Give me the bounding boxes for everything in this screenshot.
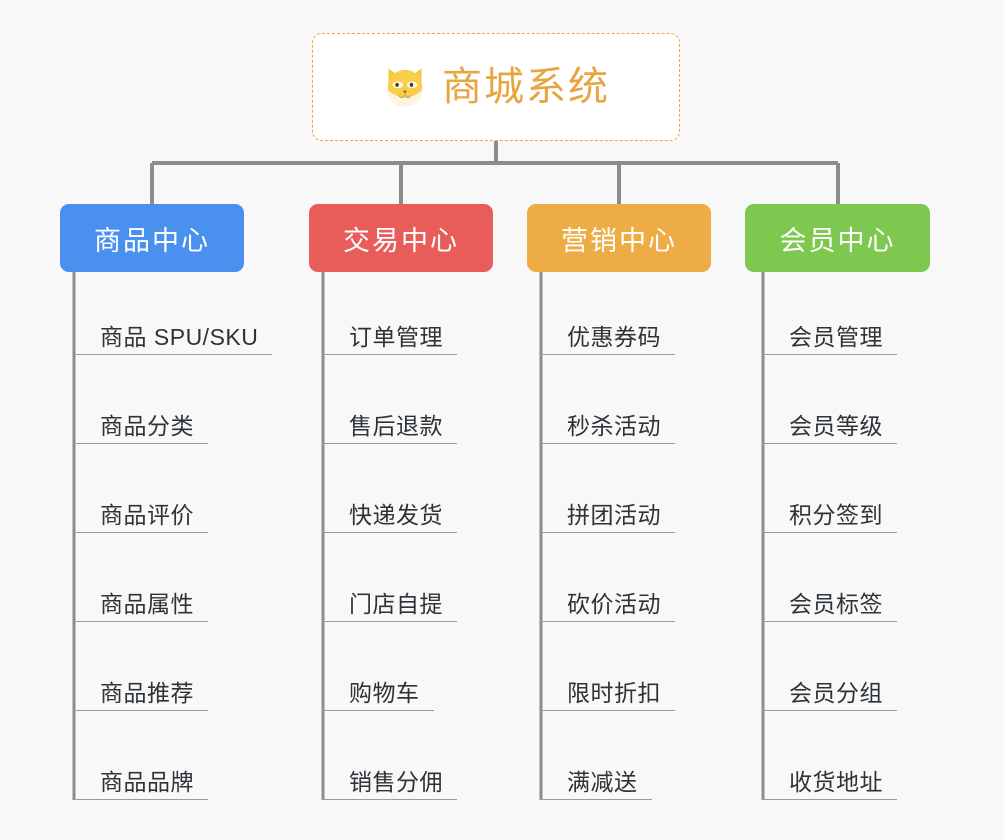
column-marketing-center: 营销中心 优惠券码 秒杀活动 拼团活动 砍价活动 限时折扣 满减送	[527, 204, 711, 800]
leaf-item[interactable]: 商品推荐	[74, 659, 208, 711]
leaf-label: 售后退款	[349, 412, 443, 439]
category-label: 商品中心	[94, 225, 210, 256]
leaf-label: 砍价活动	[567, 590, 661, 617]
leaf-label: 会员等级	[789, 412, 883, 439]
leaf-item[interactable]: 销售分佣	[323, 748, 457, 800]
leaf-item[interactable]: 商品属性	[74, 570, 208, 622]
leaf-label: 购物车	[349, 679, 420, 706]
leaf-item[interactable]: 积分签到	[763, 481, 897, 533]
column-member-center: 会员中心 会员管理 会员等级 积分签到 会员标签 会员分组 收货地址	[745, 204, 930, 800]
leaf-item[interactable]: 购物车	[323, 659, 434, 711]
leaf-item[interactable]: 优惠券码	[541, 303, 675, 355]
leaf-item[interactable]: 拼团活动	[541, 481, 675, 533]
leaf-item[interactable]: 限时折扣	[541, 659, 675, 711]
leaf-item[interactable]: 商品评价	[74, 481, 208, 533]
leaf-item[interactable]: 订单管理	[323, 303, 457, 355]
leaf-label: 快递发货	[349, 501, 443, 528]
leaf-item[interactable]: 会员分组	[763, 659, 897, 711]
leaf-label: 会员管理	[789, 323, 883, 350]
leaf-label: 秒杀活动	[567, 412, 661, 439]
root-title: 商城系统	[442, 65, 610, 109]
leaf-label: 会员分组	[789, 679, 883, 706]
column-product-center: 商品中心 商品 SPU/SKU 商品分类 商品评价 商品属性 商品推荐 商品品牌	[60, 204, 273, 800]
leaf-item[interactable]: 收货地址	[763, 748, 897, 800]
leaf-label: 拼团活动	[567, 501, 661, 528]
leaf-label: 收货地址	[789, 768, 883, 795]
root-node[interactable]: 商城系统	[312, 33, 680, 141]
leaf-item[interactable]: 会员等级	[763, 392, 897, 444]
leaf-label: 积分签到	[789, 501, 883, 528]
leaf-label: 商品属性	[100, 590, 194, 617]
leaf-item[interactable]: 商品分类	[74, 392, 208, 444]
leaf-item[interactable]: 门店自提	[323, 570, 457, 622]
leaf-label: 销售分佣	[349, 768, 443, 795]
leaf-label: 商品 SPU/SKU	[100, 323, 259, 350]
leaf-item[interactable]: 满减送	[541, 748, 652, 800]
leaf-label: 商品推荐	[100, 679, 194, 706]
leaf-label: 限时折扣	[567, 679, 661, 706]
leaf-label: 会员标签	[789, 590, 883, 617]
leaf-item[interactable]: 商品 SPU/SKU	[74, 303, 273, 355]
category-header-member-center[interactable]: 会员中心	[745, 204, 930, 272]
leaf-item[interactable]: 售后退款	[323, 392, 457, 444]
category-header-trade-center[interactable]: 交易中心	[309, 204, 493, 272]
leaf-item[interactable]: 秒杀活动	[541, 392, 675, 444]
leaf-label: 订单管理	[349, 323, 443, 350]
category-label: 会员中心	[779, 225, 896, 256]
leaf-item[interactable]: 商品品牌	[74, 748, 208, 800]
leaf-label: 商品分类	[100, 412, 194, 439]
category-label: 交易中心	[343, 225, 459, 256]
leaf-item[interactable]: 快递发货	[323, 481, 457, 533]
shiba-dog-face-icon	[387, 68, 423, 107]
leaf-label: 满减送	[567, 768, 638, 795]
category-header-marketing-center[interactable]: 营销中心	[527, 204, 711, 272]
leaf-item[interactable]: 会员管理	[763, 303, 897, 355]
leaf-item[interactable]: 砍价活动	[541, 570, 675, 622]
category-label: 营销中心	[561, 225, 677, 256]
leaf-label: 商品品牌	[100, 768, 194, 795]
leaf-label: 优惠券码	[567, 323, 661, 350]
column-trade-center: 交易中心 订单管理 售后退款 快递发货 门店自提 购物车 销售分佣	[309, 204, 493, 800]
leaf-item[interactable]: 会员标签	[763, 570, 897, 622]
leaf-label: 门店自提	[349, 590, 443, 617]
leaf-label: 商品评价	[100, 501, 194, 528]
category-header-product-center[interactable]: 商品中心	[60, 204, 244, 272]
